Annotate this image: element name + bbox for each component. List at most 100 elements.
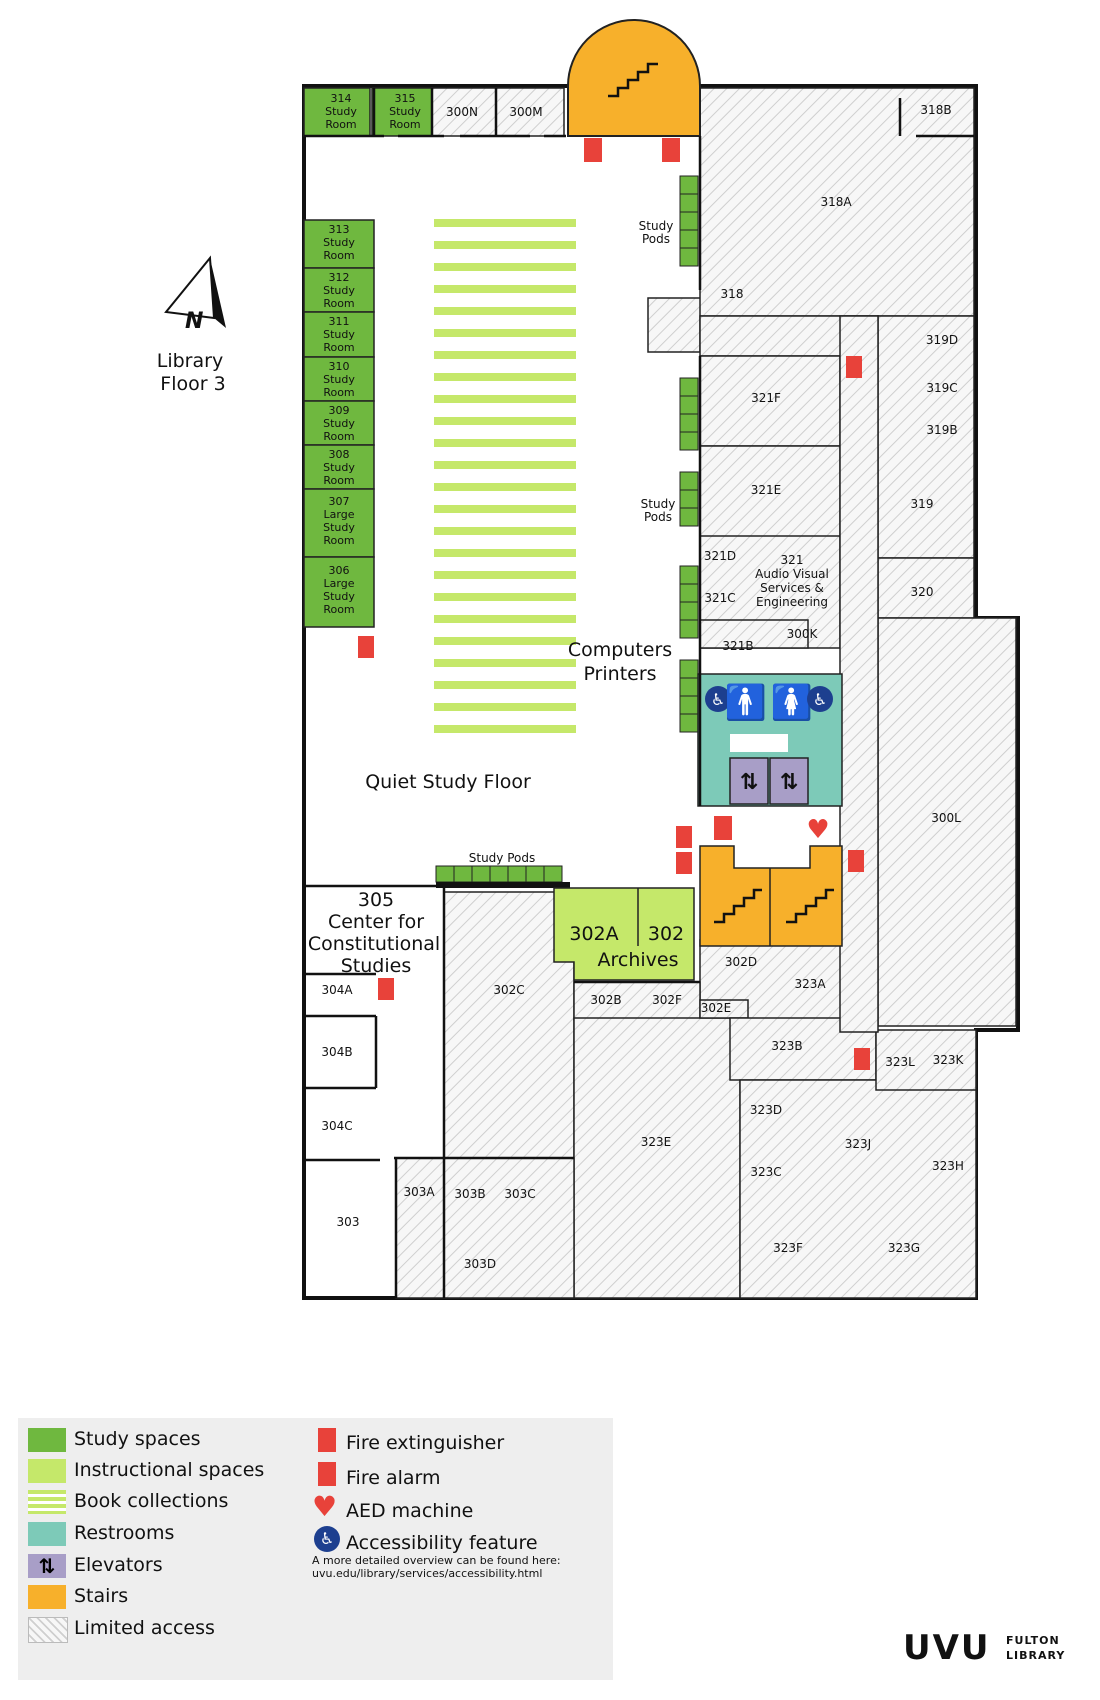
fire-extinguisher-icon	[846, 356, 862, 378]
room-300K-label: 300K	[787, 627, 819, 641]
room-323E-label: 323E	[641, 1135, 672, 1149]
safety-icons: ♥	[358, 138, 870, 1070]
room-320-label: 320	[911, 585, 934, 599]
room-321D-label: 321D	[704, 549, 736, 563]
stairs-icon	[28, 1585, 66, 1609]
study-spaces-swatch	[28, 1428, 66, 1452]
room-319-label: 319	[911, 497, 934, 511]
room-302D-label: 302D	[725, 955, 757, 969]
room-303C-label: 303C	[504, 1187, 535, 1201]
legend-stairs: Stairs	[74, 1585, 129, 1607]
room-323H-label: 323H	[932, 1159, 964, 1173]
uvu-logo-text: UVU	[903, 1628, 991, 1668]
legend: Study spaces Instructional spaces Book c…	[18, 1418, 613, 1680]
room-300N-label: 300N	[446, 105, 478, 119]
uvu-fulton-library-logo: UVU FULTON LIBRARY	[903, 1630, 1073, 1670]
room-323K-label: 323K	[933, 1053, 965, 1067]
room-323J-label: 323J	[845, 1137, 871, 1151]
room-302A-label: 302A	[569, 923, 618, 945]
room-303B-label: 303B	[454, 1187, 485, 1201]
restrooms-swatch	[28, 1522, 66, 1546]
floor-title-line-2: Floor 3	[160, 373, 225, 395]
study-rooms	[303, 87, 433, 628]
room-323B-label: 323B	[771, 1039, 802, 1053]
fire-extinguisher-icon	[584, 138, 602, 162]
limited-access-swatch	[28, 1617, 68, 1643]
limited-access-areas	[395, 87, 1017, 1299]
room-323A-label: 323A	[794, 977, 826, 991]
floor-map: ⇅ ⇅ N Library Floor 3	[157, 19, 1020, 1300]
room-319C-label: 319C	[926, 381, 957, 395]
room-318A-label: 318A	[820, 195, 852, 209]
fire-extinguisher-legend-icon	[318, 1428, 336, 1452]
fire-extinguisher-icon	[854, 1048, 870, 1070]
svg-text:♿: ♿	[711, 690, 725, 709]
accessibility-note-line-1: A more detailed overview can be found he…	[312, 1554, 561, 1567]
accessibility-icon-1	[705, 686, 731, 712]
elevator-1-icon: ⇅	[740, 770, 758, 795]
legend-study-spaces: Study spaces	[74, 1428, 201, 1450]
room-304B-label: 304B	[321, 1045, 352, 1059]
accessibility-note-line-2: uvu.edu/library/services/accessibility.h…	[312, 1567, 543, 1580]
room-303A-label: 303A	[403, 1185, 435, 1199]
archives-label: Archives	[598, 949, 679, 971]
quiet-study-floor-label: Quiet Study Floor	[365, 771, 531, 793]
room-302F-label: 302F	[652, 993, 682, 1007]
room-323L-label: 323L	[885, 1055, 915, 1069]
room-321B-label: 321B	[722, 639, 753, 653]
archives-area	[553, 887, 695, 981]
room-318B-label: 318B	[920, 103, 951, 117]
book-collections-swatch	[28, 1490, 66, 1514]
accessibility-legend-icon: ♿	[314, 1526, 340, 1552]
elevator-icon: ⇅	[28, 1554, 66, 1578]
svg-text:♿: ♿	[813, 690, 827, 709]
brand-line-1: FULTON	[1006, 1634, 1060, 1647]
room-319B-label: 319B	[926, 423, 957, 437]
floor-title-line-1: Library	[157, 350, 223, 372]
room-319D-label: 319D	[926, 333, 958, 347]
accessibility-icon-2	[807, 686, 833, 712]
stairs-north-icon	[608, 62, 658, 98]
aed-icon: ♥	[806, 815, 829, 845]
interior-walls	[304, 88, 974, 1298]
mens-restroom-icon: 🚹	[725, 683, 767, 723]
instructional-swatch	[28, 1459, 66, 1483]
stairs-south-icon-2	[786, 888, 834, 924]
study-pods	[435, 175, 699, 883]
legend-accessibility-feature: Accessibility feature	[346, 1532, 538, 1554]
study-pods-label-c: Study Pods	[469, 851, 535, 865]
room-303-label: 303	[337, 1215, 360, 1229]
fire-extinguisher-icon	[358, 636, 374, 658]
womens-restroom-icon: 🚺	[771, 683, 813, 723]
stairs-south-icon-1	[714, 888, 762, 924]
room-302B-label: 302B	[590, 993, 621, 1007]
room-321F-label: 321F	[751, 391, 781, 405]
fire-alarm-icon	[662, 138, 680, 162]
room-302C-label: 302C	[493, 983, 524, 997]
study-pods-counter	[436, 882, 570, 888]
legend-limited-access: Limited access	[74, 1617, 215, 1639]
room-304C-label: 304C	[321, 1119, 352, 1133]
elevator-2-icon: ⇅	[780, 770, 798, 795]
legend-restrooms: Restrooms	[74, 1522, 175, 1544]
room-323D-label: 323D	[750, 1103, 782, 1117]
room-323C-label: 323C	[750, 1165, 781, 1179]
legend-instructional-spaces: Instructional spaces	[74, 1459, 265, 1481]
floor-title: Library Floor 3	[157, 350, 229, 395]
legend-aed-machine: AED machine	[346, 1500, 474, 1522]
room-304A-label: 304A	[321, 983, 353, 997]
fire-extinguisher-icon	[378, 978, 394, 1000]
room-300M-label: 300M	[509, 105, 542, 119]
